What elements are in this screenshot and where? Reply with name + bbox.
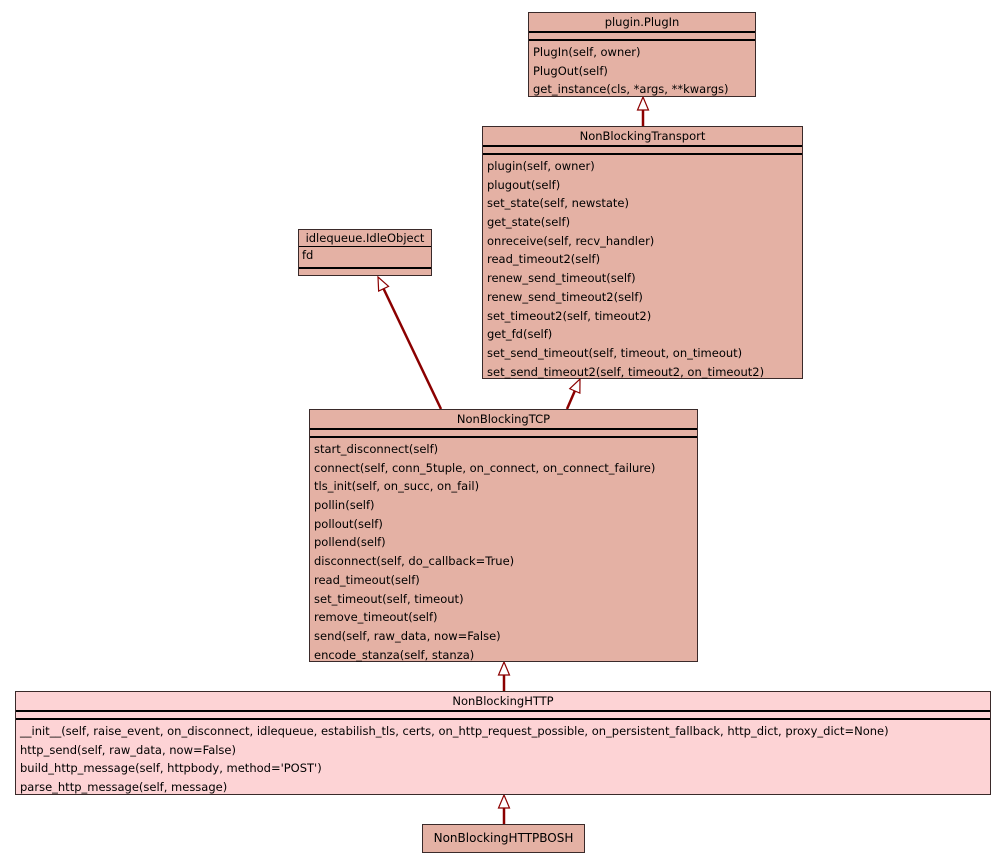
class-attributes [310, 430, 697, 438]
class-operation: set_send_timeout2(self, timeout2, on_tim… [487, 364, 765, 379]
inheritance-arrowhead-icon [636, 95, 650, 111]
class-operation: start_disconnect(self) [314, 442, 439, 456]
class-name: NonBlockingHTTP [16, 692, 990, 712]
class-operation: connect(self, conn_5tuple, on_connect, o… [314, 460, 656, 475]
class-operation: get_instance(cls, *args, **kwargs) [533, 82, 729, 97]
class-operations [299, 269, 431, 273]
class-nonblocking-transport[interactable]: NonBlockingTransport plugin(self, owner)… [482, 126, 803, 379]
class-operations: plugin(self, owner) plugout(self) set_stat… [483, 155, 802, 383]
class-operation: set_state(self, newstate) [487, 196, 629, 211]
class-operation: set_timeout(self, timeout) [314, 591, 464, 606]
class-attributes [16, 712, 990, 720]
class-name: idlequeue.IdleObject [299, 230, 431, 247]
class-plugin-plugin[interactable]: plugin.PlugIn PlugIn(self, owner) PlugOut… [528, 12, 756, 97]
class-operation: disconnect(self, do_callback=True) [314, 554, 515, 569]
class-operation: send(self, raw_data, now=False) [314, 628, 501, 643]
class-nonblocking-tcp[interactable]: NonBlockingTCP start_disconnect(self)con… [309, 409, 698, 662]
class-name: NonBlockingHTTPBOSH [433, 831, 574, 845]
class-operation: __init__(self, raise_event, on_disconnec… [20, 724, 889, 738]
edge-tcp-to-idleobject [382, 288, 443, 410]
class-operation: read_timeout(self) [314, 572, 420, 587]
class-operation: onreceive(self, recv_handler) [487, 233, 655, 248]
class-name: plugin.PlugIn [529, 13, 755, 33]
class-nonblocking-httpbosh[interactable]: NonBlockingHTTPBOSH [422, 824, 585, 853]
class-operation: build_http_message(self, httpbody, metho… [20, 761, 322, 776]
class-operation: pollout(self) [314, 516, 383, 531]
class-operation: plugin(self, owner) [487, 159, 595, 173]
edge-tcp-to-transport [565, 390, 576, 410]
class-operation: http_send(self, raw_data, now=False) [20, 742, 236, 757]
class-operation: renew_send_timeout2(self) [487, 289, 643, 304]
class-name: NonBlockingTCP [310, 410, 697, 430]
class-operation: remove_timeout(self) [314, 610, 438, 625]
class-nonblocking-http[interactable]: NonBlockingHTTP __init__(self, raise_eve… [15, 691, 991, 795]
class-operation: set_timeout2(self, timeout2) [487, 308, 652, 323]
class-operations: PlugIn(self, owner) PlugOut(self) get_inst… [529, 41, 755, 101]
class-operation: tls_init(self, on_succ, on_fail) [314, 479, 480, 494]
class-attribute: fd [302, 248, 314, 262]
class-operations: __init__(self, raise_event, on_disconnec… [16, 720, 990, 799]
inheritance-arrowhead-icon [497, 793, 511, 809]
class-operation: pollend(self) [314, 535, 386, 550]
class-operation: read_timeout2(self) [487, 252, 601, 267]
class-operation: set_send_timeout(self, timeout, on_timeo… [487, 345, 743, 360]
class-operation: renew_send_timeout(self) [487, 271, 636, 286]
class-attributes: fd [299, 247, 431, 269]
class-operations: start_disconnect(self) connect(self, conn… [310, 438, 697, 666]
class-idlequeue-idleobject[interactable]: idlequeue.IdleObject fd [298, 229, 432, 276]
class-operation: plugout(self) [487, 177, 561, 192]
class-attributes [483, 147, 802, 155]
class-attributes [529, 33, 755, 41]
class-operation: get_fd(self) [487, 327, 553, 342]
class-operation: PlugOut(self) [533, 63, 608, 78]
class-operation: parse_http_message(self, message) [20, 780, 228, 795]
inheritance-arrowhead-icon [568, 377, 581, 395]
inheritance-arrowhead-icon [497, 660, 511, 676]
class-name: NonBlockingTransport [483, 127, 802, 147]
class-operation: pollin(self) [314, 498, 375, 513]
class-operation: PlugIn(self, owner) [533, 45, 641, 59]
inheritance-arrowhead-icon [377, 275, 390, 293]
class-operation: encode_stanza(self, stanza) [314, 647, 475, 662]
class-operation: get_state(self) [487, 215, 571, 230]
